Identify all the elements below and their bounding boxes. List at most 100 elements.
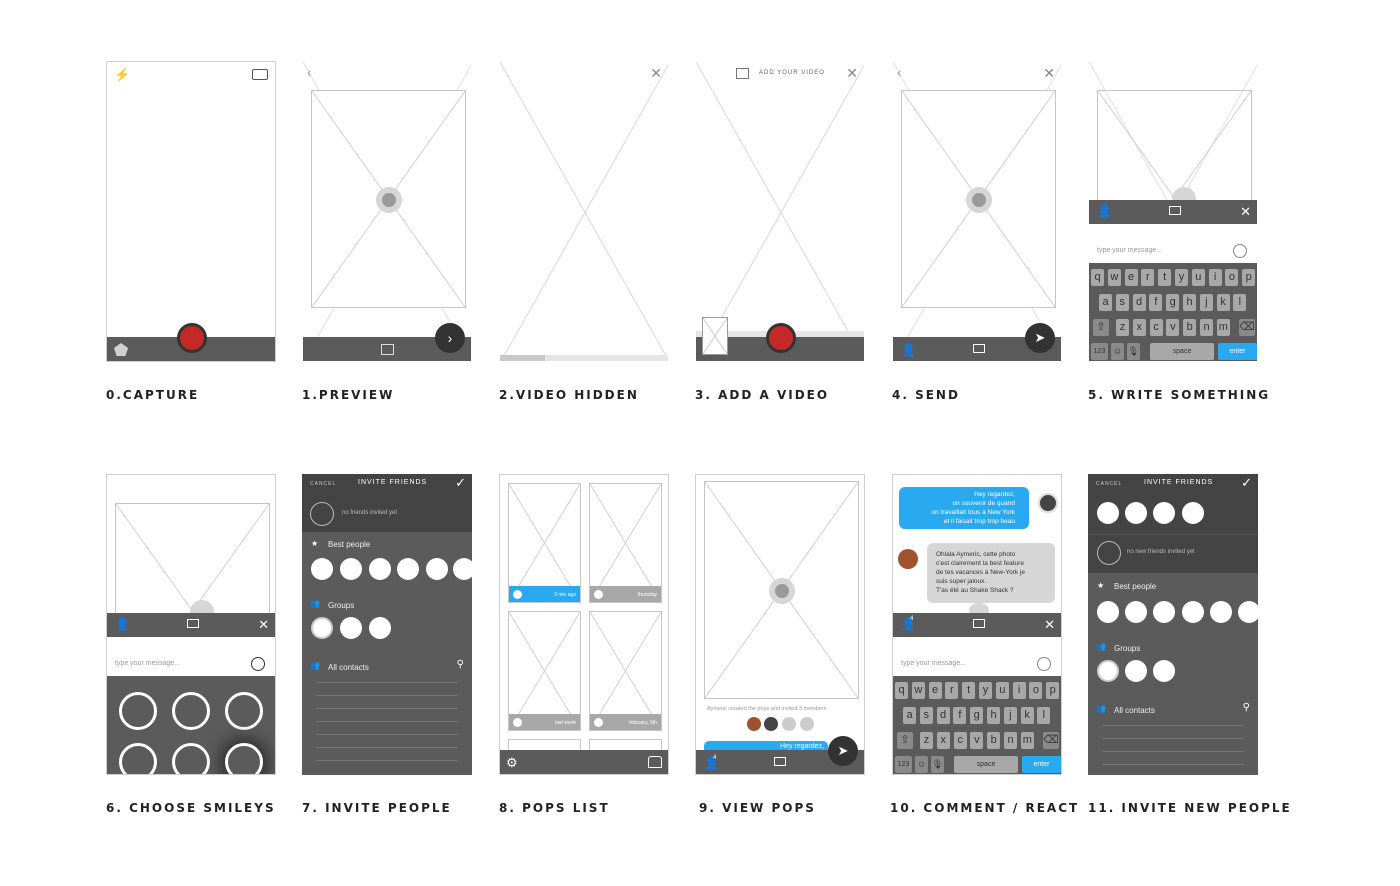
best-person-avatar[interactable]	[397, 558, 419, 580]
group-avatar[interactable]	[1125, 660, 1147, 682]
gear-icon[interactable]: ⚙	[506, 755, 518, 770]
close-icon[interactable]: ✕	[1044, 617, 1055, 632]
contact-row[interactable]	[316, 734, 458, 735]
key-l[interactable]: l	[1233, 294, 1247, 311]
key-g[interactable]: g	[1166, 294, 1180, 311]
smiley-option-selected[interactable]	[225, 743, 263, 774]
key-a[interactable]: a	[1099, 294, 1112, 311]
key-h[interactable]: h	[987, 707, 1000, 724]
key-m[interactable]: m	[1216, 319, 1230, 336]
close-icon[interactable]: ✕	[258, 617, 269, 632]
contact-row[interactable]	[316, 747, 458, 748]
key-j[interactable]: j	[1003, 707, 1017, 724]
comment-icon[interactable]	[187, 619, 199, 628]
key-q[interactable]: q	[1091, 269, 1104, 286]
smiley-option[interactable]	[172, 743, 210, 774]
smiley-icon[interactable]	[251, 657, 265, 671]
pentagon-icon[interactable]	[114, 343, 128, 356]
best-person-avatar[interactable]	[1125, 601, 1147, 623]
smiley-icon[interactable]	[1037, 657, 1051, 671]
key-z[interactable]: z	[1116, 319, 1129, 336]
location-pin-icon[interactable]	[1097, 660, 1119, 682]
key-u[interactable]: u	[995, 682, 1009, 699]
pop-card[interactable]: 3 min ago	[508, 483, 581, 603]
add-person-icon[interactable]: 👤	[704, 756, 719, 770]
key-n[interactable]: n	[1004, 732, 1017, 749]
group-avatar[interactable]	[1153, 660, 1175, 682]
back-chevron-icon[interactable]: ‹	[897, 65, 902, 80]
comment-icon[interactable]	[973, 344, 985, 353]
record-button[interactable]	[766, 323, 796, 353]
contact-row[interactable]	[1102, 751, 1244, 752]
play-indicator[interactable]	[376, 187, 402, 213]
member-avatar[interactable]	[800, 717, 814, 731]
space-key[interactable]: space	[954, 756, 1018, 773]
key-b[interactable]: b	[1183, 319, 1197, 336]
next-arrow-icon[interactable]: ›	[435, 323, 465, 353]
back-chevron-icon[interactable]: ‹	[307, 65, 312, 80]
key-i[interactable]: i	[1012, 682, 1026, 699]
contact-row[interactable]	[316, 682, 458, 683]
contact-row[interactable]	[316, 695, 458, 696]
key-x[interactable]: x	[936, 732, 950, 749]
key-d[interactable]: d	[936, 707, 950, 724]
best-person-avatar[interactable]	[1182, 601, 1204, 623]
key-e[interactable]: e	[928, 682, 942, 699]
key-h[interactable]: h	[1183, 294, 1196, 311]
best-person-avatar[interactable]	[1210, 601, 1232, 623]
key-j[interactable]: j	[1199, 294, 1213, 311]
key-c[interactable]: c	[953, 732, 967, 749]
key-e[interactable]: e	[1124, 269, 1138, 286]
best-person-avatar[interactable]	[1238, 601, 1258, 623]
key-s[interactable]: s	[1115, 294, 1129, 311]
flash-icon[interactable]: ⚡	[114, 67, 131, 82]
send-paper-plane-icon[interactable]: ➤	[828, 736, 858, 766]
add-person-icon[interactable]: 👤	[1097, 204, 1112, 218]
backspace-icon[interactable]: ⌫	[1043, 732, 1059, 749]
key-r[interactable]: r	[945, 682, 959, 699]
message-input[interactable]: type your message...	[1097, 247, 1162, 254]
contact-row[interactable]	[316, 708, 458, 709]
cancel-button[interactable]: CANCEL	[310, 481, 337, 487]
camera-switch-icon[interactable]	[252, 69, 268, 80]
close-icon[interactable]: ✕	[650, 65, 662, 81]
best-person-avatar[interactable]	[426, 558, 448, 580]
key-k[interactable]: k	[1020, 707, 1034, 724]
film-icon[interactable]	[736, 68, 749, 79]
enter-key[interactable]: enter	[1022, 756, 1061, 773]
numbers-key[interactable]: 123	[1091, 343, 1108, 360]
key-w[interactable]: w	[911, 682, 925, 699]
play-indicator[interactable]	[769, 578, 795, 604]
key-m[interactable]: m	[1020, 732, 1034, 749]
key-x[interactable]: x	[1132, 319, 1146, 336]
key-a[interactable]: a	[903, 707, 916, 724]
key-w[interactable]: w	[1107, 269, 1121, 286]
emoji-key[interactable]: ☺	[1111, 343, 1124, 360]
key-f[interactable]: f	[1149, 294, 1163, 311]
key-p[interactable]: p	[1046, 682, 1060, 699]
search-icon[interactable]: ⚲	[1242, 702, 1250, 713]
best-person-avatar[interactable]	[311, 558, 333, 580]
best-person-avatar[interactable]	[1153, 601, 1175, 623]
backspace-icon[interactable]: ⌫	[1239, 319, 1255, 336]
key-o[interactable]: o	[1029, 682, 1043, 699]
comment-icon[interactable]	[1169, 206, 1181, 215]
contact-row[interactable]	[1102, 764, 1244, 765]
key-t[interactable]: t	[962, 682, 976, 699]
enter-key[interactable]: enter	[1218, 343, 1257, 360]
location-pin-icon[interactable]	[311, 617, 333, 639]
best-person-avatar[interactable]	[453, 558, 472, 580]
close-icon[interactable]: ✕	[846, 65, 858, 81]
best-person-avatar[interactable]	[369, 558, 391, 580]
invited-avatar[interactable]	[1125, 502, 1147, 524]
smiley-option[interactable]	[119, 743, 157, 774]
key-q[interactable]: q	[895, 682, 908, 699]
search-icon[interactable]: ⚲	[456, 659, 464, 670]
space-key[interactable]: space	[1150, 343, 1214, 360]
contact-row[interactable]	[1102, 725, 1244, 726]
checkmark-icon[interactable]: ✓	[1241, 475, 1252, 490]
play-indicator[interactable]	[966, 187, 992, 213]
key-p[interactable]: p	[1242, 269, 1256, 286]
comment-icon[interactable]	[774, 757, 786, 766]
key-s[interactable]: s	[919, 707, 933, 724]
